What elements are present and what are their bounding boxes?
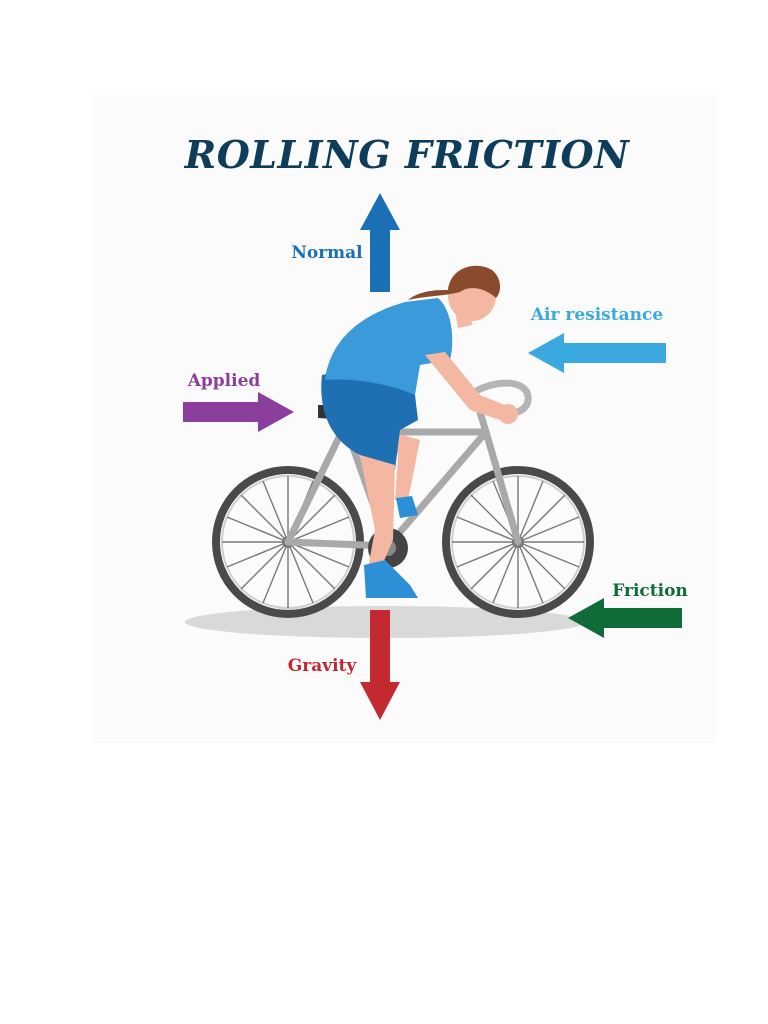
shorts xyxy=(321,371,418,470)
cyclist xyxy=(321,265,518,598)
normal-force-label: Normal xyxy=(291,243,363,263)
bicycle xyxy=(212,379,594,618)
friction-force-label: Friction xyxy=(612,581,688,601)
gravity-force-arrow xyxy=(360,610,400,720)
friction-force-arrow xyxy=(568,598,682,638)
air-resistance-label: Air resistance xyxy=(530,305,663,325)
air-resistance-arrow xyxy=(528,333,666,373)
shoe xyxy=(364,560,418,598)
gravity-force-label: Gravity xyxy=(288,656,358,676)
applied-force-label: Applied xyxy=(187,371,261,391)
applied-force-arrow xyxy=(183,392,294,432)
hair xyxy=(408,265,501,300)
normal-force-arrow xyxy=(360,193,400,292)
diagram-title: ROLLING FRICTION xyxy=(184,132,631,177)
shirt xyxy=(325,298,453,395)
